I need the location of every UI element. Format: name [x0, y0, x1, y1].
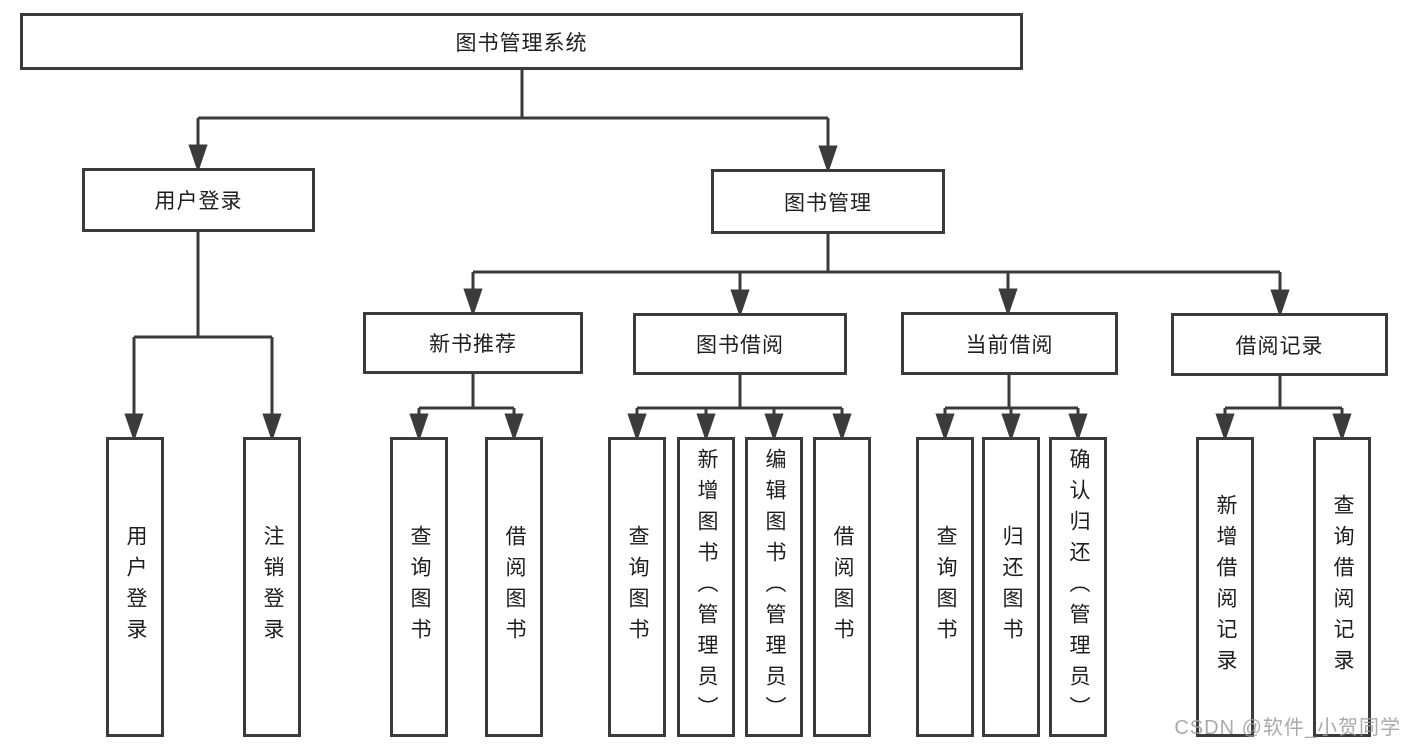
- leaf-query-book-borrow: 查询图书: [608, 437, 666, 737]
- leaf-return-book: 归还图书: [982, 437, 1040, 737]
- node-user-login: 用户登录: [82, 168, 315, 232]
- leaf-add-book-admin: 新增图书（管理员）: [677, 437, 735, 737]
- node-root-library-system: 图书管理系统: [20, 13, 1023, 70]
- leaf-borrow-book-recommend: 借阅图书: [485, 437, 543, 737]
- leaf-query-borrow-record: 查询借阅记录: [1313, 437, 1371, 737]
- csdn-watermark: CSDN @软件_小贺同学: [1174, 717, 1401, 739]
- connector-user-login-children: [124, 232, 282, 442]
- leaf-logout: 注销登录: [243, 437, 301, 737]
- leaf-user-login: 用户登录: [106, 437, 164, 737]
- leaf-borrow-book: 借阅图书: [813, 437, 871, 737]
- node-borrow-records: 借阅记录: [1171, 313, 1388, 376]
- connector-borrow-records-children: [1215, 376, 1352, 442]
- node-new-book-recommend: 新书推荐: [363, 312, 583, 374]
- connector-book-borrow-children: [627, 375, 852, 442]
- leaf-query-book-recommend: 查询图书: [390, 437, 448, 737]
- leaf-edit-book-admin: 编辑图书（管理员）: [745, 437, 803, 737]
- node-book-management: 图书管理: [711, 169, 945, 234]
- leaf-add-borrow-record: 新增借阅记录: [1196, 437, 1254, 737]
- leaf-query-book-current: 查询图书: [916, 437, 974, 737]
- connector-book-management-children: [463, 234, 1290, 318]
- leaf-confirm-return-admin: 确认归还（管理员）: [1049, 437, 1107, 737]
- node-current-borrow: 当前借阅: [901, 312, 1118, 375]
- connector-root-to-level1: [188, 69, 838, 174]
- connector-new-book-children: [409, 374, 524, 442]
- connector-current-borrow-children: [935, 375, 1088, 442]
- node-book-borrow: 图书借阅: [633, 313, 847, 375]
